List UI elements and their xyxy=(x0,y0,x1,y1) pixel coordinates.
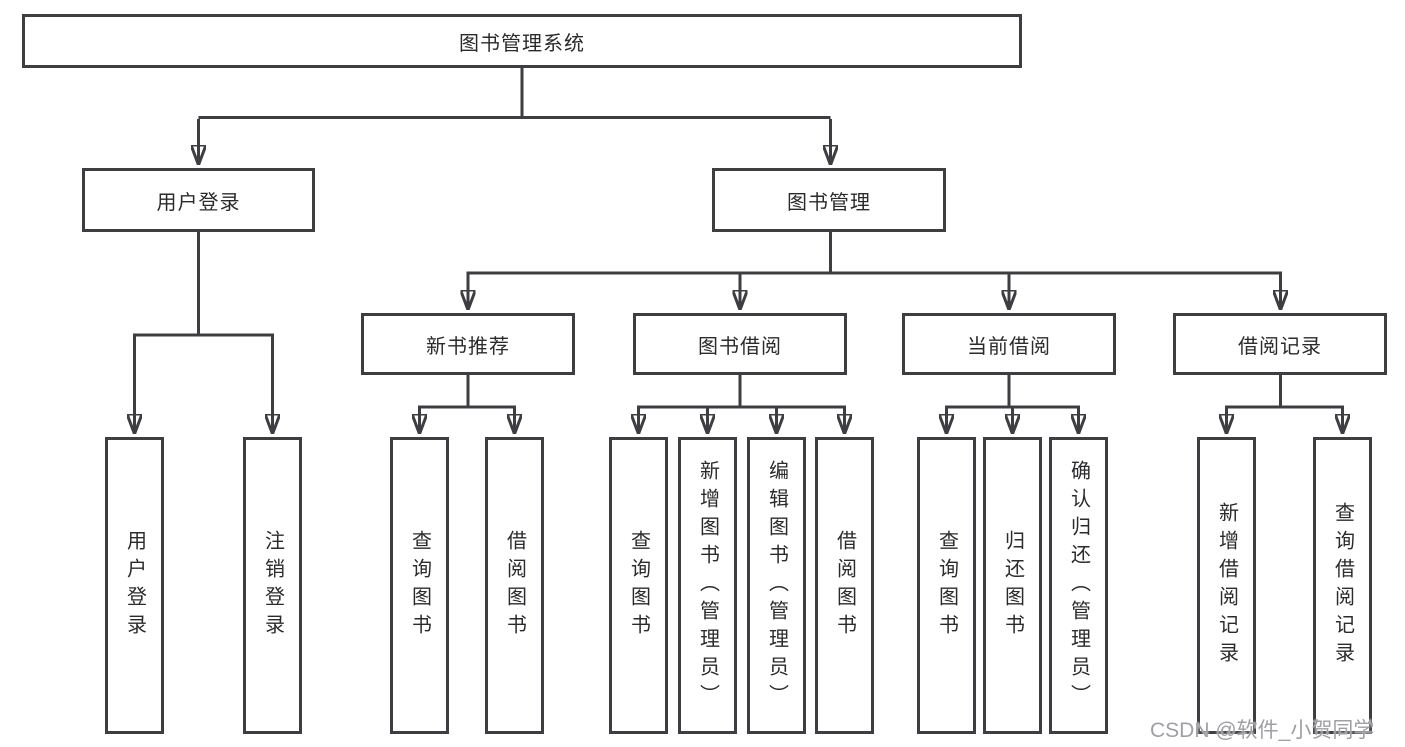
watermark: CSDN @软件_小贺同学 xyxy=(1150,719,1375,742)
node-label: 确认归还（管理员） xyxy=(1067,459,1090,712)
node-borrowing-records: 借阅记录 xyxy=(1173,313,1387,375)
node-current-borrowing: 当前借阅 xyxy=(902,313,1116,375)
node-label: 查询借阅记录 xyxy=(1331,501,1354,670)
node-cb-confirm-return-admin: 确认归还（管理员） xyxy=(1049,437,1108,734)
node-label: 注销登录 xyxy=(261,529,284,642)
node-root: 图书管理系统 xyxy=(22,14,1022,68)
node-book-borrowing: 图书借阅 xyxy=(633,313,847,375)
node-label: 借阅图书 xyxy=(833,529,856,642)
node-bb-query-books: 查询图书 xyxy=(609,437,668,734)
connector-borrowing-records-children xyxy=(1225,375,1344,433)
connector-user-login-children xyxy=(133,232,274,433)
node-label: 新增图书（管理员） xyxy=(696,459,719,712)
node-new-book-recommend: 新书推荐 xyxy=(361,313,575,375)
node-label: 归还图书 xyxy=(1001,529,1024,642)
node-label: 图书管理 xyxy=(787,191,871,214)
node-label: 用户登录 xyxy=(123,529,146,642)
node-label: 用户登录 xyxy=(156,191,241,214)
node-nbr-query-books: 查询图书 xyxy=(390,437,449,734)
node-label: 借阅图书 xyxy=(503,529,526,642)
node-bb-borrow-books: 借阅图书 xyxy=(815,437,874,734)
node-label: 新书推荐 xyxy=(426,335,510,358)
node-logout: 注销登录 xyxy=(243,437,302,734)
node-cb-query-books: 查询图书 xyxy=(917,437,976,734)
connector-book-management-to-level3 xyxy=(467,232,1283,309)
node-user-login-leaf: 用户登录 xyxy=(105,437,164,734)
node-bb-edit-books-admin: 编辑图书（管理员） xyxy=(747,437,806,734)
node-br-add-record: 新增借阅记录 xyxy=(1197,437,1256,734)
node-label: 编辑图书（管理员） xyxy=(765,459,788,712)
node-label: 新增借阅记录 xyxy=(1215,501,1238,670)
node-cb-return-books: 归还图书 xyxy=(983,437,1042,734)
node-book-management: 图书管理 xyxy=(712,168,946,232)
connector-current-borrowing-children xyxy=(945,375,1080,433)
connector-book-borrowing-children xyxy=(637,375,846,433)
node-label: 查询图书 xyxy=(408,529,431,642)
node-bb-add-books-admin: 新增图书（管理员） xyxy=(678,437,737,734)
node-nbr-borrow-books: 借阅图书 xyxy=(485,437,544,734)
node-user-login: 用户登录 xyxy=(82,168,315,232)
connector-root-to-level2 xyxy=(199,68,831,164)
node-label: 图书借阅 xyxy=(698,335,782,358)
node-label: 当前借阅 xyxy=(967,335,1051,358)
node-label: 图书管理系统 xyxy=(459,32,585,55)
node-br-query-record: 查询借阅记录 xyxy=(1313,437,1372,734)
node-label: 查询图书 xyxy=(935,529,958,642)
connector-new-book-recommend-children xyxy=(418,375,516,433)
node-label: 查询图书 xyxy=(627,529,650,642)
node-label: 借阅记录 xyxy=(1238,335,1322,358)
